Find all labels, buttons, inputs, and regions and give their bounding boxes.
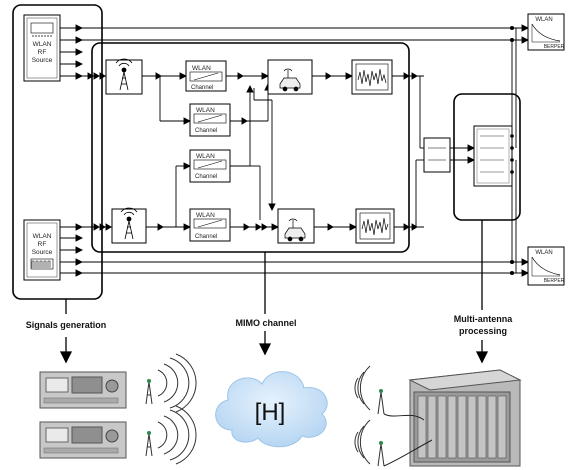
channel-4-title: WLAN <box>196 212 215 219</box>
multi-antenna-processing-group <box>453 93 521 221</box>
source-top-line3: Source <box>32 57 53 64</box>
berper-top-title: WLAN <box>535 17 552 23</box>
noise-block-bottom[interactable] <box>355 208 395 244</box>
source-bottom-line3: Source <box>32 249 53 256</box>
source-top-line2: RF <box>38 49 47 56</box>
wlan-channel-block-2[interactable]: WLAN Channel <box>189 103 231 137</box>
channel-3-title: WLAN <box>196 153 215 160</box>
rx-mobile-block-top[interactable] <box>267 59 313 95</box>
processing-block[interactable] <box>473 125 514 187</box>
source-ports <box>60 24 84 277</box>
wlan-rf-source-top[interactable]: WLAN RF Source <box>23 14 61 82</box>
berper-top-label: BERPER <box>544 44 565 50</box>
noise-waveform-icon <box>357 68 387 87</box>
signals-generation-group <box>12 4 103 300</box>
outputs-to-combiner <box>415 76 424 227</box>
channel-2-title: WLAN <box>196 107 215 114</box>
middle-path-3 <box>175 84 261 227</box>
caption-connectors <box>59 220 489 364</box>
channel-3-subtitle: Channel <box>195 174 217 180</box>
bottom-path <box>82 223 424 231</box>
berper-block-top[interactable]: WLAN BERPER <box>527 13 565 51</box>
tx-antenna-block-bottom[interactable] <box>111 207 147 244</box>
antenna-icon <box>115 58 133 91</box>
wlan-channel-block-3[interactable]: WLAN Channel <box>189 149 231 183</box>
noise-waveform-icon <box>361 217 389 236</box>
caption-mimo-channel: MIMO channel <box>235 318 297 328</box>
signal-generator-bottom <box>39 421 127 459</box>
rx-mobile-block-bottom[interactable] <box>277 208 315 244</box>
channel-4-subtitle: Channel <box>195 234 217 240</box>
ber-curve-icon <box>531 23 561 42</box>
tx-antenna-block-top[interactable] <box>105 58 143 95</box>
port-combiner-block[interactable] <box>423 137 451 173</box>
ber-curve-icon <box>531 256 561 276</box>
rx-antenna-waves-bottom <box>354 419 385 467</box>
cloud-h-label: [H] <box>255 399 286 426</box>
berper-bottom-label: BERPER <box>544 278 565 284</box>
channel-1-title: WLAN <box>192 65 211 72</box>
antenna-icon <box>120 207 138 240</box>
berper-block-bottom[interactable]: WLAN BERPER <box>527 246 565 286</box>
signal-generator-top <box>39 371 127 409</box>
processing-to-ber <box>511 28 517 273</box>
tx-antenna-waves-top <box>145 353 197 413</box>
berper-bottom-title: WLAN <box>535 250 552 256</box>
caption-multi-antenna-line2: processing <box>458 326 507 336</box>
pxi-chassis <box>383 369 522 467</box>
tx-antenna-waves-bottom <box>145 405 197 465</box>
mimo-channel-cloud: [H] <box>215 371 328 448</box>
top-path <box>82 72 424 80</box>
cross-links <box>253 88 276 212</box>
bypass-lines <box>82 24 530 277</box>
wlan-rf-source-bottom[interactable]: WLAN RF Source <box>23 219 61 281</box>
rx-antenna-waves-top <box>354 365 385 415</box>
channel-1-subtitle: Channel <box>191 85 213 91</box>
car-antenna-icon <box>284 218 306 242</box>
noise-block-top[interactable] <box>351 59 393 95</box>
channel-2-subtitle: Channel <box>195 128 217 134</box>
mimo-channel-group <box>91 42 410 253</box>
source-bottom-line2: RF <box>38 241 47 248</box>
source-top-line1: WLAN <box>33 41 52 48</box>
caption-multi-antenna-line1: Multi-antenna <box>453 314 513 324</box>
car-antenna-icon <box>279 68 301 92</box>
caption-signals-generation: Signals generation <box>25 320 107 330</box>
wlan-channel-block-1[interactable]: WLAN Channel <box>185 60 227 92</box>
source-bottom-line1: WLAN <box>33 233 52 240</box>
wlan-channel-block-4[interactable]: WLAN Channel <box>189 208 231 242</box>
